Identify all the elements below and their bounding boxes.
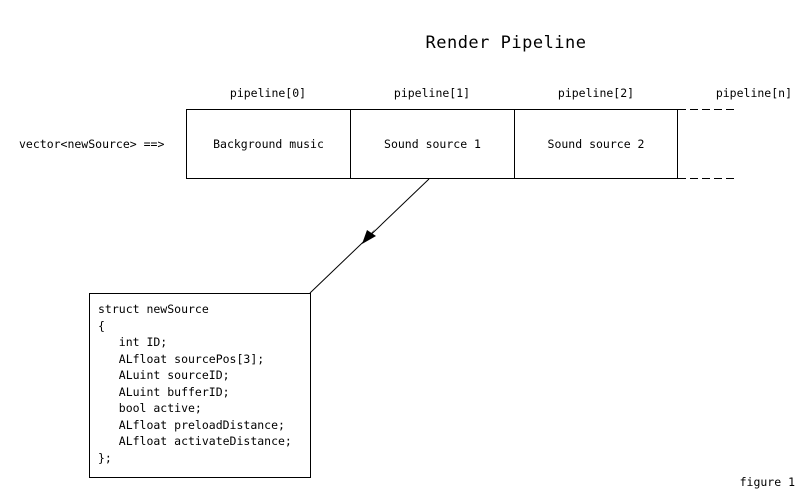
struct-line: ALfloat sourcePos[3];: [98, 351, 265, 366]
pipeline-cell-0-text: Background music: [213, 137, 324, 151]
connector-arrowhead-fill: [362, 230, 376, 244]
struct-line: ALfloat activateDistance;: [98, 434, 292, 448]
struct-line: ALuint sourceID;: [98, 368, 230, 382]
pipeline-label-2: pipeline[2]: [557, 86, 635, 100]
struct-line: };: [98, 450, 112, 465]
figure-caption: figure 1: [739, 475, 795, 489]
pipeline-cell-2: Sound source 2: [514, 109, 678, 179]
pipeline-cell-1-text: Sound source 1: [384, 137, 481, 151]
pipeline-label-0: pipeline[0]: [229, 86, 307, 100]
struct-line: ALfloat preloadDistance;: [98, 417, 285, 432]
struct-line: struct newSource: [98, 302, 209, 316]
vector-label: vector<newSource> ==>: [19, 137, 165, 151]
struct-line: {: [98, 318, 105, 333]
pipeline-label-1: pipeline[1]: [393, 86, 471, 100]
struct-line: int ID;: [98, 335, 168, 349]
struct-line: bool active;: [98, 401, 202, 415]
pipeline-cell-2-text: Sound source 2: [547, 137, 645, 151]
diagram-title: Render Pipeline: [425, 33, 587, 53]
struct-box: struct newSource { int ID; ALfloat sourc…: [89, 293, 311, 478]
pipeline-label-n: pipeline[n]: [715, 86, 792, 100]
struct-line: ALuint bufferID;: [98, 384, 230, 399]
